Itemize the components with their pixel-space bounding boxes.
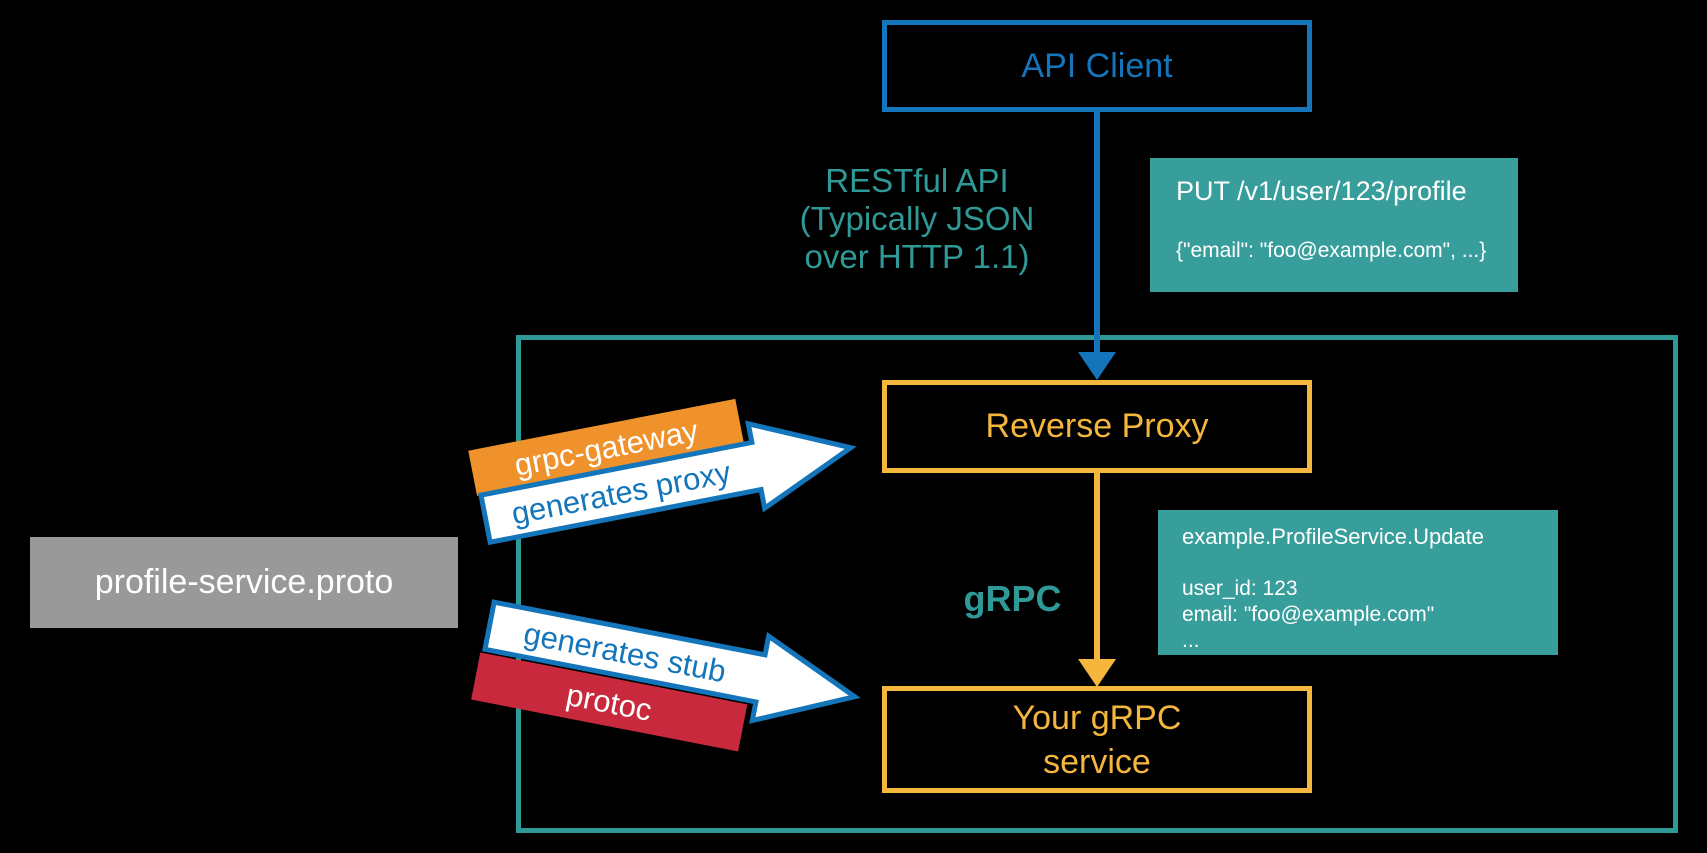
grpc-protocol-label: gRPC [963, 578, 1062, 619]
rest-protocol-line3: over HTTP 1.1) [804, 238, 1030, 275]
protoc-arrow-assembly: generates stub protoc [471, 599, 861, 752]
proto-file-box: profile-service.proto [30, 537, 458, 628]
gateway-arrow-assembly: grpc-gateway generates proxy [468, 398, 857, 546]
grpc-service-label-line2: service [1043, 742, 1151, 781]
grpc-request-title: example.ProfileService.Update [1182, 524, 1485, 549]
api-client-box: API Client [882, 20, 1312, 112]
rest-flow-arrowhead-icon [1078, 352, 1116, 380]
proto-file-label: profile-service.proto [94, 563, 394, 601]
generates-stub-arrow-icon [482, 599, 861, 724]
gateway-banner [468, 398, 745, 496]
grpc-request-line: ... [1182, 629, 1200, 652]
http-request-box: PUT /v1/user/123/profile {"email": "foo@… [1150, 158, 1518, 292]
rest-flow-line [1094, 112, 1100, 352]
reverse-proxy-box: Reverse Proxy [882, 380, 1312, 473]
grpc-request-box: example.ProfileService.Update user_id: 1… [1158, 510, 1558, 655]
grpc-service-label: Your gRPC service [1013, 696, 1182, 784]
rest-protocol-label: RESTful API (Typically JSON over HTTP 1.… [745, 162, 1089, 276]
rest-protocol-line1: RESTful API [825, 162, 1009, 199]
grpc-flow-arrowhead-icon [1078, 659, 1116, 687]
http-request-title: PUT /v1/user/123/profile [1176, 176, 1467, 206]
grpc-flow-line [1094, 473, 1100, 659]
reverse-proxy-label: Reverse Proxy [985, 407, 1209, 445]
grpc-service-box: Your gRPC service [882, 686, 1312, 793]
generates-proxy-arrow-icon [478, 420, 857, 546]
grpc-request-line: email: "foo@example.com" [1182, 603, 1435, 626]
rest-protocol-line2: (Typically JSON [799, 200, 1035, 237]
grpc-service-label-line1: Your gRPC [1012, 698, 1182, 737]
http-request-body: {"email": "foo@example.com", ...} [1176, 239, 1487, 262]
grpc-request-line: user_id: 123 [1182, 577, 1298, 600]
protoc-banner [471, 652, 748, 752]
api-client-label: API Client [1021, 46, 1173, 85]
